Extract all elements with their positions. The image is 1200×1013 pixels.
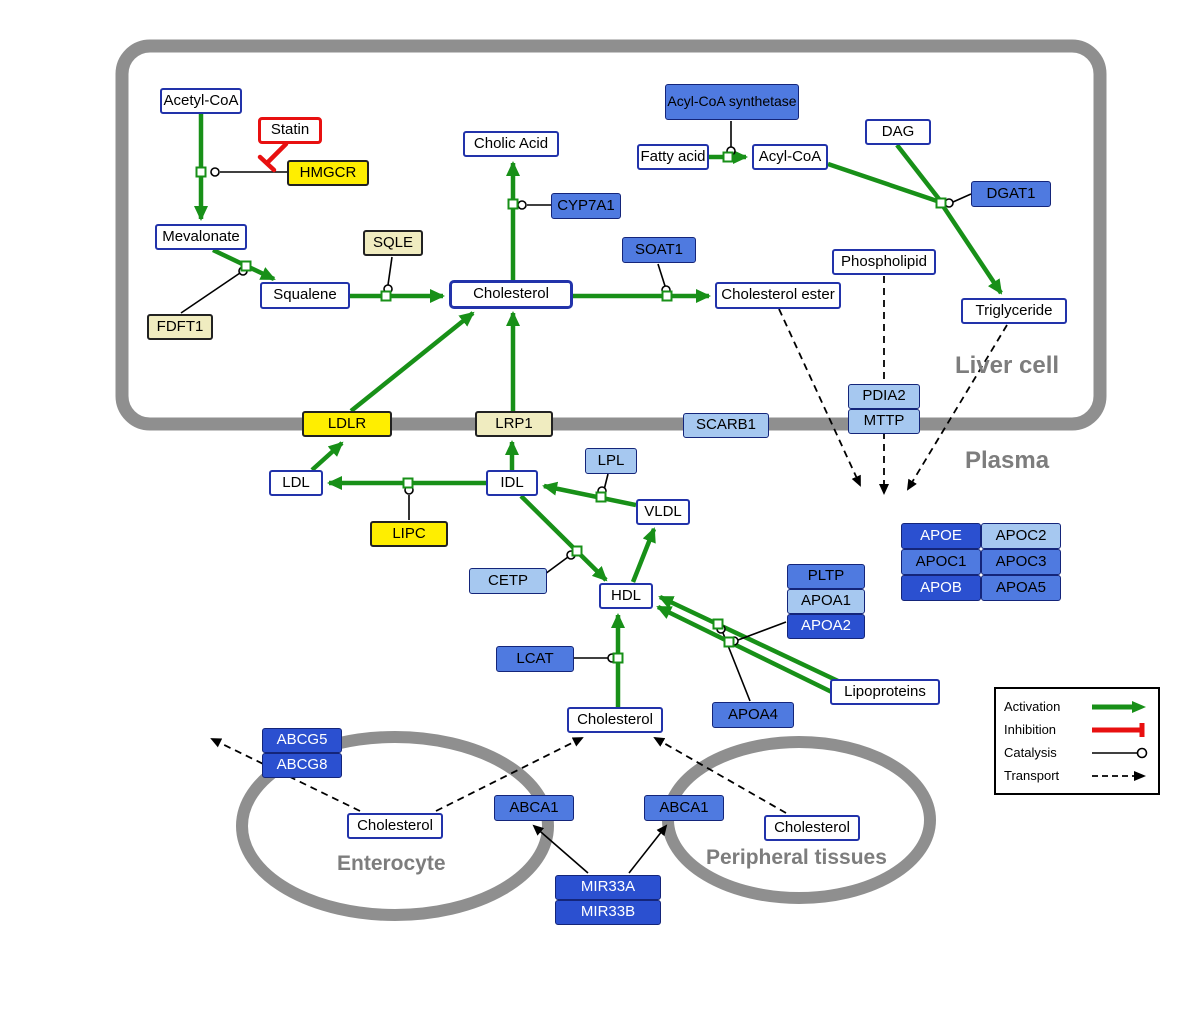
node-dgat1[interactable]: DGAT1 [971, 181, 1051, 207]
inhibition-edge [257, 141, 289, 173]
node-mevalonate[interactable]: Mevalonate [155, 224, 247, 250]
legend-inhibition: Inhibition [1004, 718, 1150, 741]
node-acyl-coa-synthetase[interactable]: Acyl-CoA synthetase [665, 84, 799, 120]
node-triglyceride[interactable]: Triglyceride [961, 298, 1067, 324]
node-apoa2[interactable]: APOA2 [787, 614, 865, 639]
regulation-arrows [532, 824, 668, 874]
node-scarb1[interactable]: SCARB1 [683, 413, 769, 438]
node-abcg5[interactable]: ABCG5 [262, 728, 342, 753]
node-squalene[interactable]: Squalene [260, 282, 350, 309]
activation-edges [194, 114, 1003, 707]
node-hmgcr[interactable]: HMGCR [287, 160, 369, 186]
plasma-label: Plasma [965, 447, 1050, 474]
catalysis-circles [210, 146, 954, 663]
liver-cell-label: Liver cell [955, 352, 1060, 379]
node-cholesterol-liver[interactable]: Cholesterol [449, 280, 573, 309]
legend-catalysis: Catalysis [1004, 741, 1150, 764]
node-pltp[interactable]: PLTP [787, 564, 865, 589]
node-abca1-enterocyte[interactable]: ABCA1 [494, 795, 574, 821]
node-statin[interactable]: Statin [258, 117, 322, 144]
node-fdft1[interactable]: FDFT1 [147, 314, 213, 340]
node-apoa1[interactable]: APOA1 [787, 589, 865, 614]
node-mir33b[interactable]: MIR33B [555, 900, 661, 925]
node-mttp[interactable]: MTTP [848, 409, 920, 434]
node-cholesterol-plasma[interactable]: Cholesterol [567, 707, 663, 733]
node-phospholipid[interactable]: Phospholipid [832, 249, 936, 275]
node-apoc2[interactable]: APOC2 [981, 523, 1061, 549]
transport-edges [210, 276, 1008, 814]
node-sqle[interactable]: SQLE [363, 230, 423, 256]
node-lipc[interactable]: LIPC [370, 521, 448, 547]
reaction-squares [195, 151, 947, 664]
node-apoa5[interactable]: APOA5 [981, 575, 1061, 601]
node-ldl[interactable]: LDL [269, 470, 323, 496]
transport-dashed-arrow-icon [1092, 770, 1146, 781]
node-vldl[interactable]: VLDL [636, 499, 690, 525]
node-ldlr[interactable]: LDLR [302, 411, 392, 437]
legend: Activation Inhibition Catalysis Transpor… [994, 687, 1160, 795]
liver-cell-membrane [115, 39, 1107, 431]
node-cetp[interactable]: CETP [469, 568, 547, 594]
node-apob[interactable]: APOB [901, 575, 981, 601]
node-cholic-acid[interactable]: Cholic Acid [463, 131, 559, 157]
node-cholesterol-peripheral[interactable]: Cholesterol [764, 815, 860, 841]
enterocyte-label: Enterocyte [337, 852, 446, 875]
node-fatty-acid[interactable]: Fatty acid [637, 144, 709, 170]
node-dag[interactable]: DAG [865, 119, 931, 145]
node-acyl-coa[interactable]: Acyl-CoA [752, 144, 828, 170]
inhibition-tee-icon [1092, 722, 1145, 737]
peripheral-tissues-label: Peripheral tissues [706, 846, 887, 869]
node-abcg8[interactable]: ABCG8 [262, 753, 342, 778]
activation-arrow-icon [1092, 700, 1146, 713]
node-lipoproteins[interactable]: Lipoproteins [830, 679, 940, 705]
node-abca1-peripheral[interactable]: ABCA1 [644, 795, 724, 821]
node-lpl[interactable]: LPL [585, 448, 637, 474]
legend-activation: Activation [1004, 695, 1150, 718]
node-cyp7a1[interactable]: CYP7A1 [551, 193, 621, 219]
node-apoc1[interactable]: APOC1 [901, 549, 981, 575]
node-soat1[interactable]: SOAT1 [622, 237, 696, 263]
legend-transport-label: Transport [1004, 768, 1060, 783]
node-idl[interactable]: IDL [486, 470, 538, 496]
enterocyte-membrane [236, 731, 554, 921]
node-lrp1[interactable]: LRP1 [475, 411, 553, 437]
node-apoc3[interactable]: APOC3 [981, 549, 1061, 575]
node-apoa4[interactable]: APOA4 [712, 702, 794, 728]
node-cholesterol-ester[interactable]: Cholesterol ester [715, 282, 841, 309]
node-hdl[interactable]: HDL [599, 583, 653, 609]
catalysis-circle-icon [1092, 747, 1148, 758]
node-cholesterol-enterocyte[interactable]: Cholesterol [347, 813, 443, 839]
legend-activation-label: Activation [1004, 699, 1061, 714]
legend-inhibition-label: Inhibition [1004, 722, 1057, 737]
legend-catalysis-label: Catalysis [1004, 745, 1057, 760]
node-mir33a[interactable]: MIR33A [555, 875, 661, 900]
node-apoe[interactable]: APOE [901, 523, 981, 549]
node-pdia2[interactable]: PDIA2 [848, 384, 920, 409]
node-lcat[interactable]: LCAT [496, 646, 574, 672]
legend-transport: Transport [1004, 764, 1150, 787]
node-acetyl-coa[interactable]: Acetyl-CoA [160, 88, 242, 114]
